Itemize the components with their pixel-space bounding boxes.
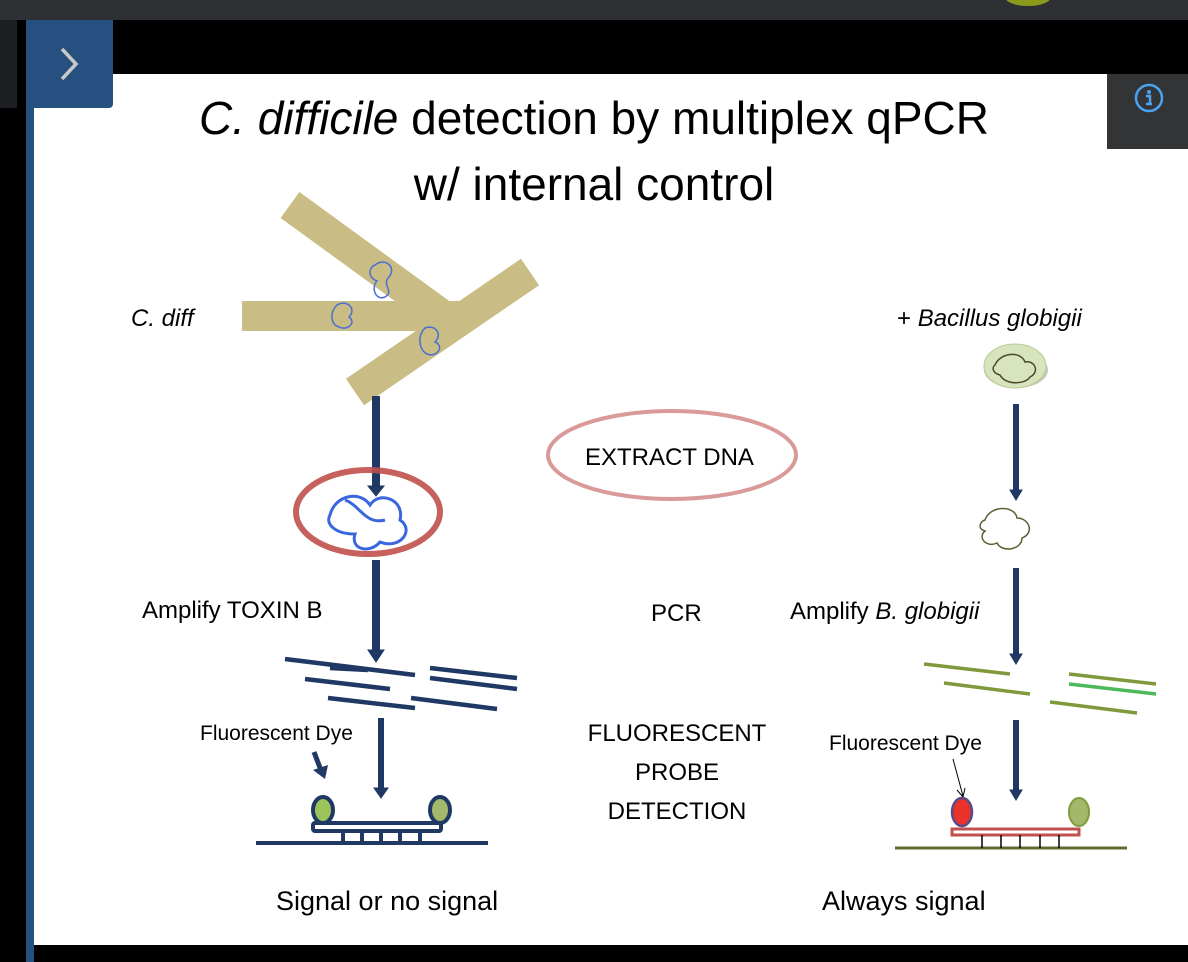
left-strip (0, 20, 17, 108)
title-italic: C. difficile (198, 92, 399, 144)
slide-title: C. difficile detection by multiplex qPCR (0, 86, 1188, 150)
prefix: + (897, 305, 918, 332)
extract-dna-outline (546, 409, 798, 501)
info-circle-icon (1134, 83, 1164, 113)
line: PROBE (634, 759, 720, 786)
left-dye-label: Fluorescent Dye (200, 722, 353, 745)
expand-panel-button[interactable] (26, 20, 113, 108)
right-result-label: Always signal (822, 886, 986, 916)
title-rest: detection by multiplex qPCR (398, 92, 989, 144)
slide-left-border (26, 100, 34, 962)
amplify-toxin-label: Amplify TOXIN B (142, 597, 323, 624)
avatar (1005, 0, 1051, 6)
extract-dna-label: EXTRACT DNA (585, 444, 754, 471)
browser-top-bar (0, 0, 1188, 20)
chevron-right-icon (60, 47, 79, 81)
amplify-bg-label: Amplify B. globigii (790, 598, 979, 626)
right-probe-illustration (895, 796, 1127, 850)
highlight-circle (293, 467, 443, 557)
line: DETECTION (607, 798, 747, 825)
slide-title-line2: w/ internal control (413, 158, 775, 210)
left-result-label: Signal or no signal (276, 886, 499, 916)
c-diff-label: C. diff (131, 305, 194, 332)
info-button[interactable] (1107, 74, 1188, 149)
c-diff-bacteria-illustration (242, 192, 540, 406)
organism: Bacillus globigii (917, 305, 1082, 332)
bacillus-label: + Bacillus globigii (897, 305, 1082, 333)
probe-detection-label: FLUORESCENT PROBE DETECTION (572, 714, 782, 831)
pcr-label: PCR (651, 600, 702, 627)
left-probe-illustration (256, 795, 488, 845)
prefix: Amplify (790, 598, 876, 625)
organism: B. globigii (875, 598, 980, 625)
right-dye-label: Fluorescent Dye (829, 732, 982, 755)
line: FLUORESCENT (587, 720, 767, 747)
